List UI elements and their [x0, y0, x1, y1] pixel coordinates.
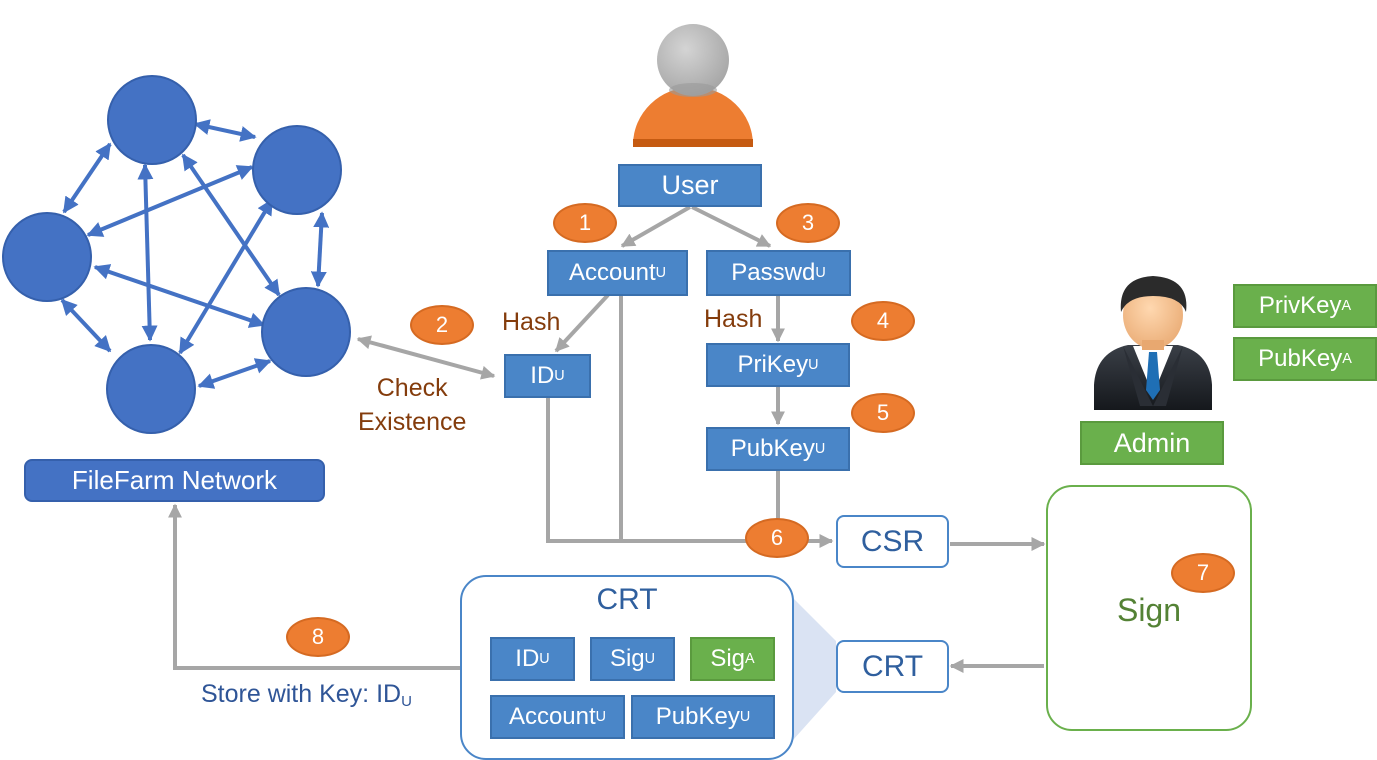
user-figure — [633, 24, 753, 147]
admin-box: Admin — [1080, 421, 1224, 465]
network-node — [261, 287, 351, 377]
store-with-key-label: Store with Key: IDU — [201, 680, 412, 710]
check-line-2: Existence — [358, 408, 467, 436]
check-existence-label: Check Existence — [358, 371, 466, 439]
network-edges — [60, 119, 330, 389]
crt-zoom-callout — [793, 598, 836, 740]
store-sub: U — [401, 692, 412, 710]
hash-label-left: Hash — [502, 308, 561, 336]
account-text: Account — [568, 259, 656, 286]
network-edge — [178, 198, 274, 355]
user-label: User — [661, 170, 719, 200]
step-badge-2: 2 — [410, 305, 474, 345]
step-badge-6: 6 — [745, 518, 809, 558]
filefarm-network-text: FileFarm Network — [71, 465, 278, 495]
network-node — [2, 212, 92, 302]
step-badge-7: 7 — [1171, 553, 1235, 593]
prikey-text: PriKey — [737, 351, 809, 378]
filefarm-network-label: FileFarm Network — [24, 459, 325, 502]
admin-label: Admin — [1113, 427, 1191, 458]
network-edge — [60, 298, 112, 353]
step-badge-8: 8 — [286, 617, 350, 657]
id-text: ID — [530, 362, 555, 389]
network-edge — [62, 142, 112, 214]
network-edge — [137, 163, 158, 342]
step-badge-3: 3 — [776, 203, 840, 243]
check-line-1: Check — [376, 374, 448, 402]
csr-label: CSR — [860, 524, 925, 558]
pubkey-admin-sub: A — [1342, 351, 1352, 367]
store-text: Store with Key: ID — [201, 680, 402, 708]
passwd-sub: U — [815, 265, 826, 281]
network-nodes — [2, 75, 351, 434]
crt-pubkey-text: PubKey — [655, 703, 740, 730]
network-node — [107, 75, 197, 165]
crt-sig-user-sub: U — [644, 651, 656, 667]
step-badge-1: 1 — [553, 203, 617, 243]
crt-id-sub: U — [539, 651, 550, 667]
crt-sig-user-text: Sig — [609, 645, 645, 672]
arrow-account-to-id — [554, 293, 610, 353]
network-node — [106, 344, 196, 434]
crt-small-box: CRT — [836, 640, 949, 693]
privkey-admin-sub: A — [1341, 298, 1352, 314]
csr-box: CSR — [836, 515, 949, 568]
user-box: User — [618, 164, 762, 207]
sign-box: Sign — [1046, 485, 1252, 731]
network-edge — [310, 211, 330, 288]
account-sub: U — [655, 265, 667, 281]
network-edge — [197, 358, 272, 389]
crt-account-sub: U — [595, 709, 607, 725]
crt-sig-admin-text: Sig — [710, 645, 746, 672]
crt-id-text: ID — [515, 645, 540, 672]
network-node — [252, 125, 342, 215]
pubkey-text: PubKey — [730, 435, 815, 462]
network-edge — [93, 264, 266, 328]
crt-sig-admin-sub: A — [745, 651, 755, 667]
step-badge-4: 4 — [851, 301, 915, 341]
network-edge — [193, 119, 257, 142]
crt-small-label: CRT — [861, 649, 924, 683]
passwd-text: Passwd — [731, 259, 816, 286]
line-id-to-csr — [546, 397, 620, 543]
sign-label: Sign — [1116, 591, 1182, 628]
crt-account-text: Account — [508, 703, 596, 730]
arrow-user-to-account — [620, 205, 691, 248]
privkey-admin-text: PrivKey — [1258, 292, 1342, 319]
arrow-user-to-passwd — [691, 205, 772, 248]
pubkey-admin-text: PubKey — [1258, 345, 1343, 372]
admin-figure — [1094, 276, 1212, 410]
hash-label-right: Hash — [704, 305, 763, 333]
arrow-store-to-network — [168, 503, 460, 670]
crt-pubkey-sub: U — [739, 709, 751, 725]
id-sub: U — [554, 368, 565, 384]
crt-title: CRT — [596, 583, 658, 616]
pubkey-sub: U — [814, 441, 826, 457]
arrow-check-existence — [356, 335, 496, 380]
prikey-sub: U — [808, 357, 819, 373]
step-badge-5: 5 — [851, 393, 915, 433]
network-edge — [86, 165, 254, 237]
